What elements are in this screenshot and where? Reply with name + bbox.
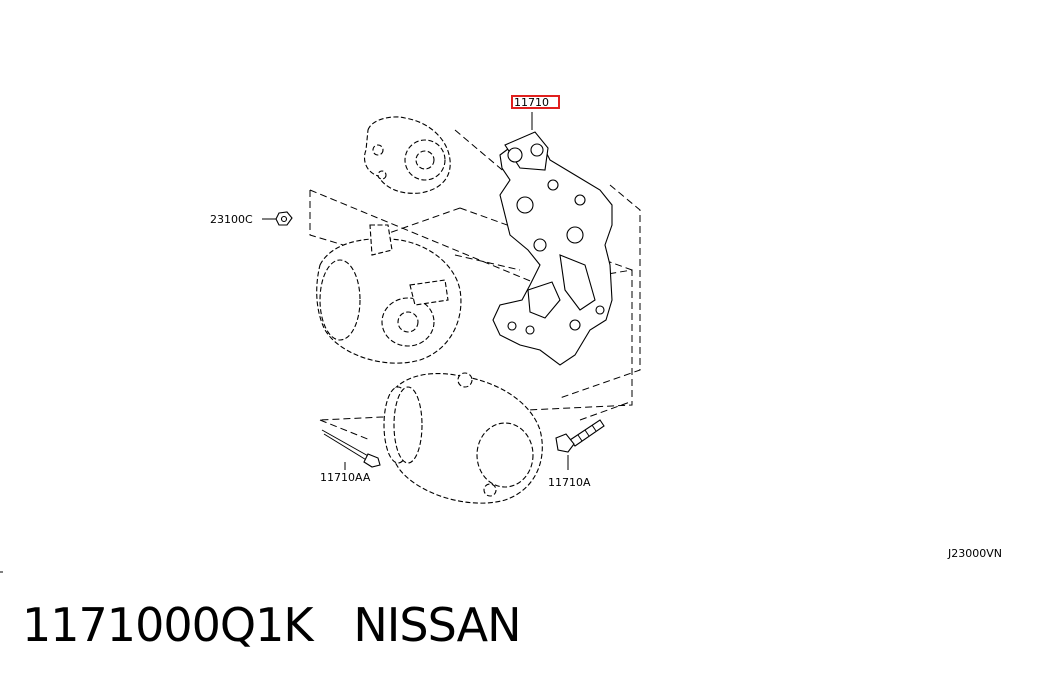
alternator-part [363, 116, 451, 194]
caption: 1171000Q1K NISSAN [22, 598, 522, 652]
highlight-box [511, 95, 560, 109]
bolt-11710aa [321, 429, 381, 470]
part-number: 1171000Q1K [22, 598, 314, 652]
brand-name: NISSAN [353, 598, 521, 652]
compressor-upper-part [316, 224, 462, 364]
diagram-code: J23000VN [947, 547, 1002, 560]
bolt-11710a [555, 419, 605, 470]
bracket-11710 [492, 112, 613, 366]
compressor-lower-part [383, 372, 543, 504]
nut-23100c [262, 211, 293, 226]
callout-11710aa: 11710AA [320, 471, 371, 484]
callout-11710a: 11710A [548, 476, 591, 489]
callout-11710: 11710 [514, 96, 549, 109]
callout-23100c: 23100C [210, 213, 253, 226]
